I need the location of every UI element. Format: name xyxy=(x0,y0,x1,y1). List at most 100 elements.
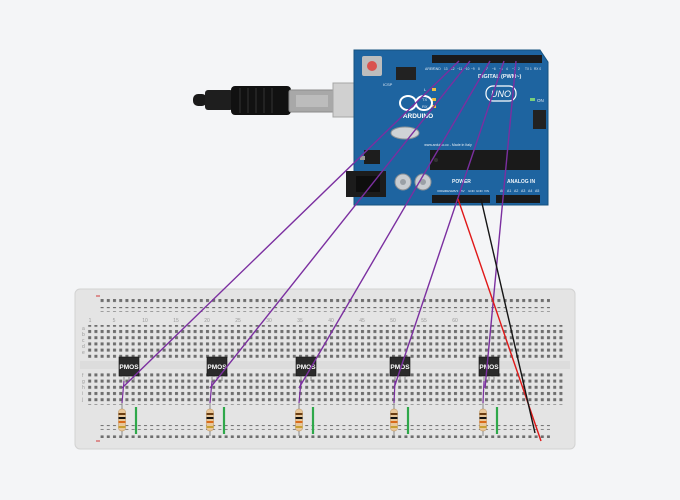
column-number: 15 xyxy=(173,318,179,324)
row-letter: e xyxy=(82,350,85,356)
row-letter: c xyxy=(82,338,85,344)
column-number: 30 xyxy=(266,318,272,324)
column-number: 50 xyxy=(390,318,396,324)
signal-wire-1[interactable] xyxy=(121,60,460,389)
voltage-regulator xyxy=(364,150,380,164)
analog-pin-label: A5 xyxy=(535,189,539,193)
digital-header[interactable] xyxy=(432,55,542,63)
signal-wire-2[interactable] xyxy=(209,60,471,389)
digital-pin-label: ~9 xyxy=(471,67,475,71)
digital-pin-labels: 13 12 ~11 ~10 ~9 8 7 ~6 ~5 4 ~3 2 TX 1 R… xyxy=(444,67,541,71)
analog-pin-label: A3 xyxy=(521,189,525,193)
signal-wire-3[interactable] xyxy=(298,60,491,389)
l-led xyxy=(432,88,436,91)
row-letter: h xyxy=(82,385,85,391)
ground-wire[interactable] xyxy=(480,198,536,434)
analog-pin-label: A1 xyxy=(507,189,511,193)
row-letter: a xyxy=(82,326,85,332)
power-led xyxy=(530,98,535,101)
digital-pin-label: 8 xyxy=(478,67,480,71)
uno-logo: UNO xyxy=(485,85,517,102)
breadboard-bottom-terminal-strip[interactable] xyxy=(87,372,563,405)
gnd-label: GND xyxy=(433,67,441,71)
gate-link-5 xyxy=(482,380,485,404)
power-header-label: POWER xyxy=(452,179,471,185)
digital-pin-label: ~6 xyxy=(492,67,496,71)
usb-cable-icon[interactable] xyxy=(193,82,360,118)
column-number: 5 xyxy=(113,318,116,324)
digital-header-label: DIGITAL (PWM~) xyxy=(478,74,522,80)
breadboard-top-terminal-strip[interactable] xyxy=(87,325,563,358)
power-pin-label: 3V3 xyxy=(453,189,459,193)
pmos-transistor-3[interactable]: PMOS xyxy=(295,356,317,381)
pmos-label: PMOS xyxy=(479,364,499,371)
power-header[interactable] xyxy=(432,195,490,203)
row-letter: f xyxy=(82,373,84,379)
analog-header[interactable] xyxy=(496,195,540,203)
gate-link-1 xyxy=(121,380,125,404)
arduino-brand-text: ARDUINO xyxy=(403,113,433,120)
rx-led-label: RX xyxy=(422,104,428,109)
digital-pin-label: RX 0 xyxy=(534,67,541,71)
gate-link-2 xyxy=(209,380,213,404)
reset-button-cap[interactable] xyxy=(367,61,377,71)
resistor-2[interactable] xyxy=(206,403,214,436)
row-letter: i xyxy=(82,391,83,397)
digital-pin-label: ~11 xyxy=(457,67,462,71)
column-number: 55 xyxy=(421,318,427,324)
arduino-uno-board[interactable]: ICSP DIGITAL (PWM~) AREF GND 13 12 ~11 ~… xyxy=(346,49,549,206)
power-pin-label: GND xyxy=(468,189,476,193)
digital-pin-label: 2 xyxy=(518,67,520,71)
power-pin-label: GND xyxy=(476,189,484,193)
breadboard-center-channel xyxy=(80,361,570,369)
power-pin-labels: IOREF RESET 3V3 5V GND GND VIN xyxy=(437,189,489,193)
icsp-header-right[interactable] xyxy=(533,110,546,129)
resistor-3[interactable] xyxy=(295,403,303,436)
l-led-label: L xyxy=(424,87,427,92)
column-number: 1 xyxy=(89,318,92,324)
icsp-label: ICSP xyxy=(383,82,393,87)
analog-pin-label: A2 xyxy=(514,189,518,193)
resistor-1[interactable] xyxy=(118,403,126,436)
signal-wire-4[interactable] xyxy=(393,60,505,389)
digital-pin-label: TX 1 xyxy=(525,67,532,71)
digital-pin-label: 4 xyxy=(506,67,508,71)
analog-pin-labels: A0 A1 A2 A3 A4 A5 xyxy=(500,189,539,193)
power-pin-label: VIN xyxy=(484,189,489,193)
breadboard-column-numbers: 1 5 10 15 20 25 30 35 40 45 50 55 60 xyxy=(89,318,458,324)
breadboard: 1 5 10 15 20 25 30 35 40 45 50 55 60 a b… xyxy=(74,288,576,450)
tx-led-label: TX xyxy=(422,97,427,102)
power-pin-label: RESET xyxy=(445,189,455,193)
website-text: www.arduino.cc - Made in Italy xyxy=(424,143,472,147)
column-number: 35 xyxy=(297,318,303,324)
signal-wire-5[interactable] xyxy=(484,60,517,389)
aref-label: AREF xyxy=(425,67,434,71)
digital-pin-label: 7 xyxy=(486,67,488,71)
analog-pin-label: A0 xyxy=(500,189,504,193)
column-number: 25 xyxy=(235,318,241,324)
row-letter: j xyxy=(81,397,83,403)
breadboard-bottom-power-rail[interactable] xyxy=(100,425,550,438)
uno-model-text: UNO xyxy=(491,89,511,99)
pmos-label: PMOS xyxy=(296,364,316,371)
column-number: 45 xyxy=(359,318,365,324)
digital-pin-label: 12 xyxy=(451,67,455,71)
breadboard-row-letters: a b c d e f g h i j xyxy=(81,326,85,403)
pmos-label: PMOS xyxy=(119,364,139,371)
on-label: ON xyxy=(537,98,544,103)
icsp-header-top[interactable] xyxy=(396,67,416,80)
resistor-4[interactable] xyxy=(390,403,398,436)
column-number: 40 xyxy=(328,318,334,324)
power-pin-label: IOREF xyxy=(437,189,446,193)
pmos-transistor-5[interactable]: PMOS xyxy=(478,356,500,381)
row-letter: d xyxy=(82,344,85,350)
column-number: 20 xyxy=(204,318,210,324)
analog-header-label: ANALOG IN xyxy=(507,179,535,185)
breadboard-top-power-rail[interactable] xyxy=(100,299,550,312)
pmos-transistor-2[interactable]: PMOS xyxy=(206,356,228,381)
tx-led xyxy=(432,98,436,101)
pmos-transistor-1[interactable]: PMOS xyxy=(118,356,140,381)
resistor-5[interactable] xyxy=(479,403,487,436)
